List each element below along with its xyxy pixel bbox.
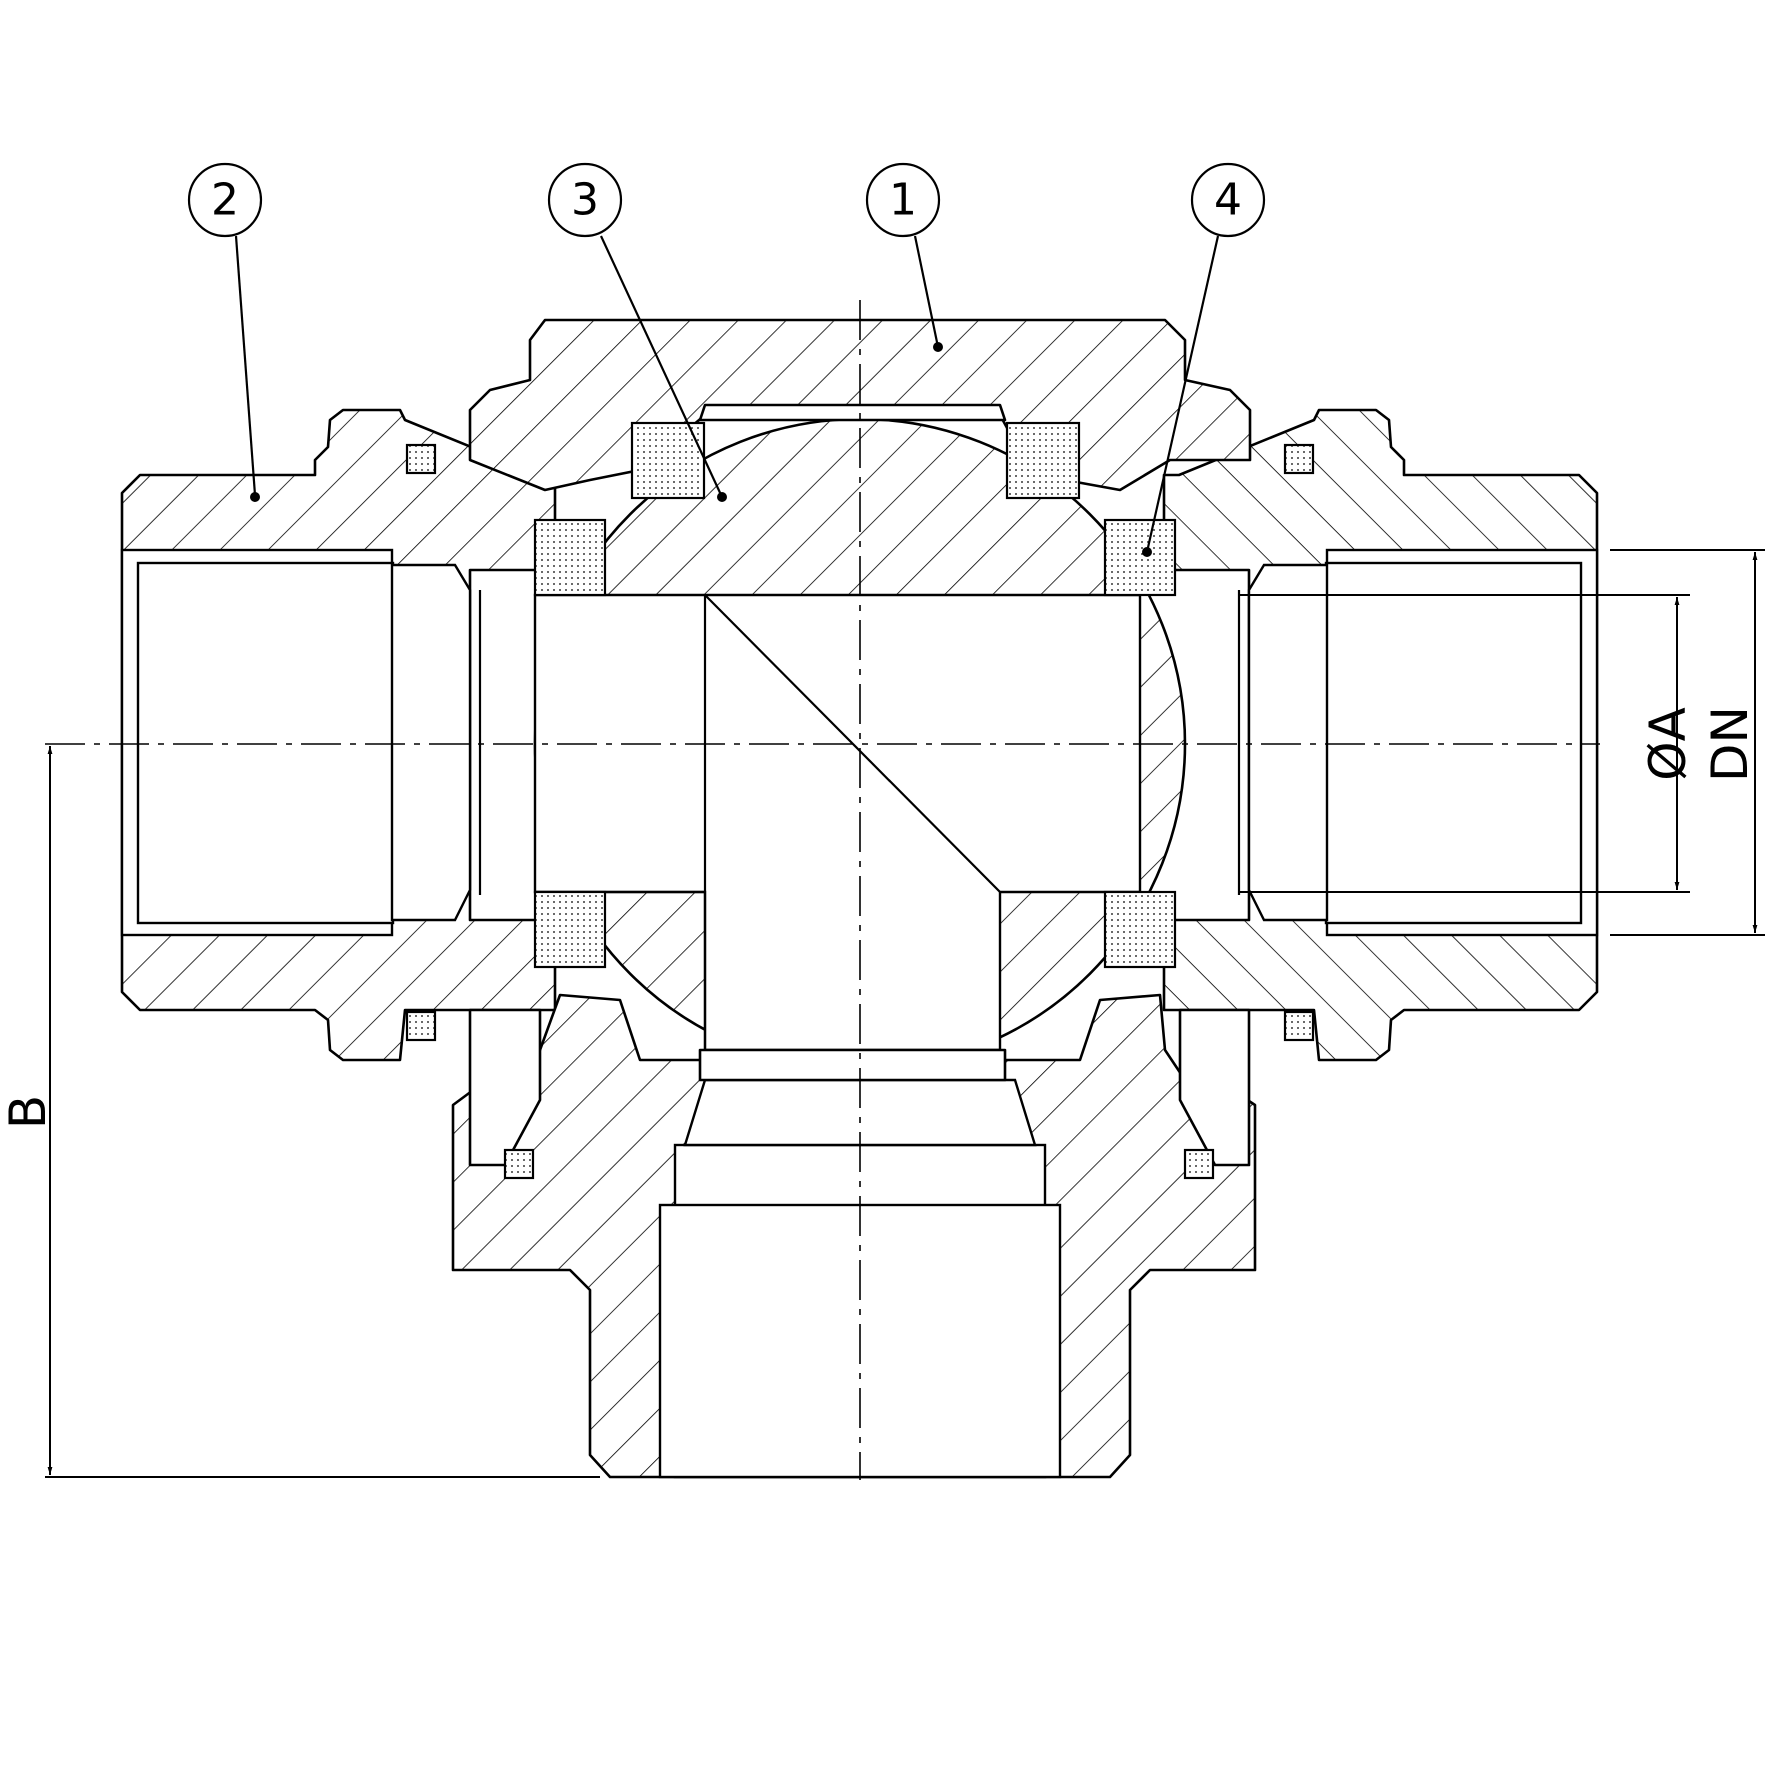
o-ring bbox=[405, 1010, 437, 1042]
balloon-4: 4 bbox=[1142, 162, 1266, 557]
dimension-lines bbox=[45, 549, 1765, 1478]
balloon-label: 4 bbox=[1214, 175, 1242, 226]
balloon-label: 2 bbox=[211, 175, 239, 226]
top-right-seat bbox=[1005, 421, 1081, 500]
right-end-connector bbox=[1162, 408, 1599, 1062]
bore-diameter-label: ØA bbox=[1639, 707, 1697, 781]
height-label: B bbox=[0, 1095, 57, 1129]
o-ring bbox=[1283, 443, 1315, 475]
o-ring bbox=[1283, 1010, 1315, 1042]
seat-rings bbox=[405, 421, 1315, 1180]
right-lower-seat bbox=[1103, 890, 1177, 969]
left-lower-seat bbox=[533, 890, 607, 969]
balloon-3: 3 bbox=[547, 162, 727, 502]
nominal-diameter-label: DN bbox=[1701, 706, 1759, 782]
right-upper-seat bbox=[1103, 518, 1177, 597]
o-ring bbox=[405, 443, 437, 475]
balloon-1: 1 bbox=[865, 162, 943, 352]
balloon-label: 1 bbox=[889, 175, 917, 226]
left-upper-seat bbox=[533, 518, 607, 597]
balloon-2: 2 bbox=[187, 162, 263, 502]
left-end-connector bbox=[120, 408, 557, 1062]
o-ring bbox=[1183, 1148, 1215, 1180]
top-left-seat bbox=[630, 421, 706, 500]
o-ring bbox=[503, 1148, 535, 1180]
balloon-label: 3 bbox=[571, 175, 599, 226]
